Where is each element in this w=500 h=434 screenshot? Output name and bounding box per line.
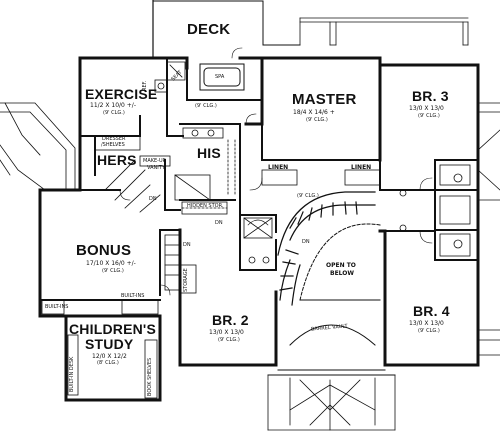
- br3-label: BR. 3: [412, 88, 449, 104]
- study-ceiling: (8' CLG.): [97, 360, 119, 366]
- open-to-label-1: OPEN TO: [326, 262, 356, 269]
- open-to-label-2: BELOW: [330, 270, 354, 277]
- linen-label-1: LINEN: [268, 164, 289, 171]
- makeup-label-2: VANITY: [147, 165, 165, 171]
- br4-ceiling: (9' CLG.): [418, 328, 440, 334]
- master-label: MASTER: [292, 91, 357, 108]
- spa-tub: [199, 63, 245, 91]
- spa-label: SPA: [215, 74, 225, 80]
- dresser-label-1: DRESSER: [102, 136, 126, 142]
- br2-ceiling: (9' CLG.): [218, 337, 240, 343]
- exercise-fixtures: [154, 61, 186, 93]
- dresser-shelves: [94, 135, 141, 151]
- left-roof-outline: [0, 102, 76, 191]
- deck-outline: [152, 0, 301, 59]
- exercise-label: EXERCISE: [85, 86, 158, 102]
- br4-dims: 13/0 X 13/0: [409, 320, 444, 327]
- study-label-1: CHILDREN'S: [69, 321, 156, 337]
- bonus-label: BONUS: [76, 242, 132, 259]
- built-in-desk-label: BUILT-IN DESK: [69, 356, 75, 392]
- study-built-ins: [41, 299, 159, 399]
- br2-closet: [243, 217, 273, 264]
- storage-closet: [179, 264, 197, 294]
- bonus-ceiling: (9' CLG.): [102, 268, 124, 274]
- exercise-dims: 11/2 X 10/0 +/-: [90, 102, 136, 109]
- hers-label: HERS: [97, 152, 137, 168]
- his-label: HIS: [197, 145, 221, 161]
- open-to-below-rail: [299, 223, 381, 301]
- study-label-2: STUDY: [85, 336, 134, 352]
- exterior-walls: [38, 56, 480, 402]
- deck-label: DECK: [187, 21, 231, 38]
- built-ins-label-2: BUILT-INS: [121, 293, 145, 299]
- bonus-stair-dn: DN: [215, 220, 223, 226]
- stair-dn: DN: [183, 242, 191, 248]
- makeup-vanity: [139, 155, 171, 167]
- storage-label: STORAGE: [183, 268, 189, 292]
- book-shelves-label: BOOK SHELVES: [147, 357, 153, 396]
- br3-ceiling: (9' CLG.): [418, 113, 440, 119]
- dresser-label-2: /SHELVES: [101, 142, 125, 148]
- front-balcony: [267, 374, 396, 431]
- bonus-stair: [164, 234, 181, 291]
- hidden-storage: [181, 201, 228, 215]
- bonus-dims: 17/10 X 16/0 +/-: [86, 260, 136, 267]
- master-bath-ceiling: (9' CLG.): [195, 103, 217, 109]
- hers-stair-dn: DN: [149, 196, 157, 202]
- door-swings: [119, 47, 433, 296]
- br2-dims: 13/0 X 13/0: [209, 329, 244, 336]
- built-ins-label-1: BUILT-INS: [45, 304, 69, 310]
- bath-fixtures-right: [399, 164, 471, 257]
- right-roof-outline: [477, 102, 500, 356]
- main-stair-dn: DN: [302, 239, 310, 245]
- br3-dims: 13/0 X 13/0: [409, 105, 444, 112]
- linen-label-2: LINEN: [351, 164, 372, 171]
- linen-closets: [261, 169, 381, 186]
- master-dims: 18/4 X 14/6 +: [293, 109, 335, 116]
- br2-label: BR. 2: [212, 312, 249, 328]
- curved-stair: [277, 191, 376, 306]
- hidden-storage-label: HIDDEN STOR.: [187, 203, 224, 209]
- his-closet: [174, 127, 236, 201]
- master-ceiling: (9' CLG.): [306, 117, 328, 123]
- br4-label: BR. 4: [413, 303, 450, 319]
- balcony-railing: [299, 17, 469, 46]
- hers-stair: [104, 159, 161, 213]
- hall-ceiling: (9' CLG.): [297, 193, 319, 199]
- ref-label: REF.: [142, 80, 148, 91]
- exercise-ceiling: (9' CLG.): [103, 110, 125, 116]
- barrel-vault: [267, 324, 396, 376]
- study-dims: 12/0 X 12/2: [92, 353, 127, 360]
- makeup-label-1: MAKE-UP: [143, 158, 166, 164]
